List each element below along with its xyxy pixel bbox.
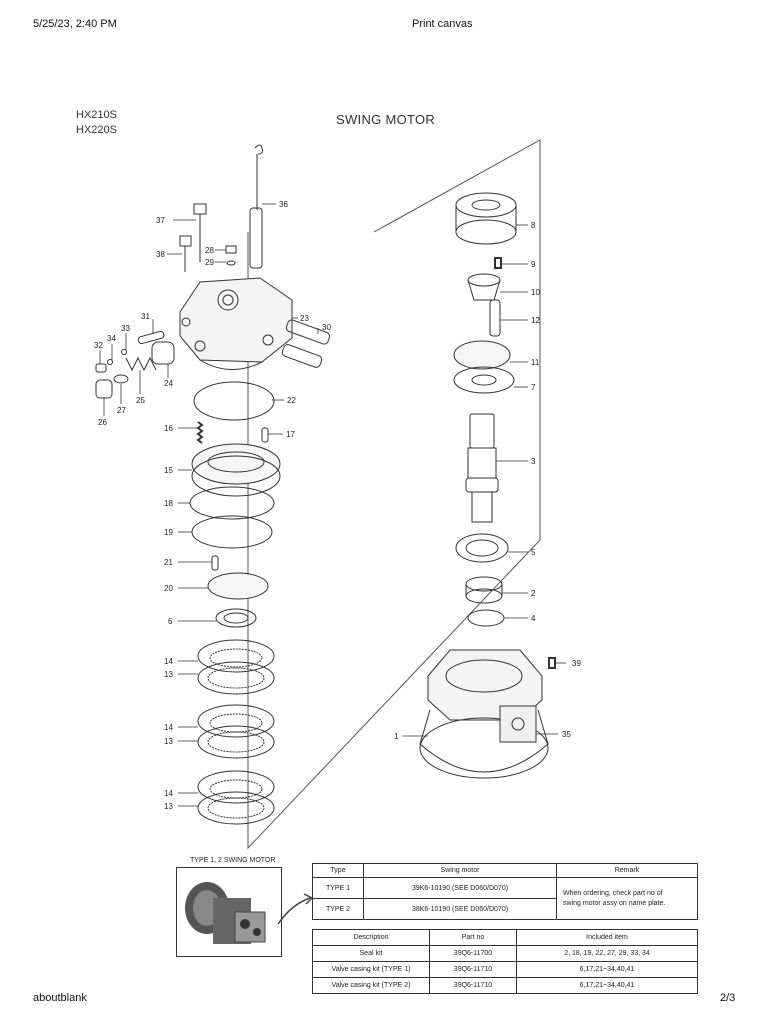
motor-cell: 39K6-10190 (SEE D060/D070) [363, 877, 557, 899]
remark-line: swing motor assy on name plate. [563, 899, 666, 907]
callout-label: 25 [136, 396, 145, 405]
callout-label: 11 [531, 358, 540, 367]
callout-label: 23 [300, 314, 309, 323]
callout-label: 29 [205, 258, 214, 267]
table-row: Valve casing kit (TYPE 1) 39Q6-11710 6,1… [312, 961, 698, 978]
callout-label: 27 [117, 406, 126, 415]
type-table: Type Swing motor Remark TYPE 1 39K6-1019… [312, 863, 698, 920]
table-row: Valve casing kit (TYPE 2) 39Q6-11710 6,1… [312, 977, 698, 994]
model-name: HX220S [76, 124, 117, 136]
callout-label: 17 [286, 430, 295, 439]
callout-label: 13 [164, 670, 173, 679]
callout-label: 34 [107, 334, 116, 343]
callout-label: 10 [531, 288, 540, 297]
included-item-cell: 6,17,21~34,40,41 [516, 961, 698, 978]
table-row: TYPE 1 39K6-10190 (SEE D060/D070) When o… [312, 877, 698, 920]
callout-label: 31 [141, 312, 150, 321]
remark-cell: When ordering, check part no of swing mo… [556, 877, 698, 920]
included-item-cell: 2, 18, 19, 22, 27, 29, 33, 34 [516, 945, 698, 962]
callout-label: 9 [531, 260, 536, 269]
callout-label: 5 [531, 548, 536, 557]
description-cell: Valve casing kit (TYPE 2) [312, 977, 430, 994]
print-url: aboutblank [33, 992, 87, 1004]
description-cell: Seal kit [312, 945, 430, 962]
hook-part [254, 144, 263, 155]
callout-label: 26 [98, 418, 107, 427]
print-page-title: Print canvas [412, 18, 473, 30]
callout-label: 35 [562, 730, 571, 739]
model-name: HX210S [76, 109, 117, 121]
table-row: Seal kit 39Q6-11700 2, 18, 19, 22, 27, 2… [312, 945, 698, 962]
callout-label: 21 [164, 558, 173, 567]
table-header-cell: Type [312, 863, 364, 878]
callout-label: 16 [164, 424, 173, 433]
callout-label: 6 [168, 617, 173, 626]
table-header-row: Type Swing motor Remark [312, 863, 698, 878]
motor-cell: 38K6-10190 (SEE D060/D070) [363, 898, 557, 920]
swing-motor-photo [185, 882, 266, 944]
callout-label: 33 [121, 324, 130, 333]
callout-label: 14 [164, 657, 173, 666]
remark-line: When ordering, check part no of [563, 889, 663, 897]
callout-label: 37 [156, 216, 165, 225]
separator-line [247, 139, 541, 850]
table-header-row: Description Part no Included item [312, 929, 698, 946]
callout-label: 18 [164, 499, 173, 508]
callout-label: 2 [531, 589, 536, 598]
type-cell: TYPE 2 [312, 898, 364, 920]
callout-label: 19 [164, 528, 173, 537]
callout-label: 24 [164, 379, 173, 388]
callout-label: 30 [322, 323, 331, 332]
callout-label: 14 [164, 789, 173, 798]
callout-label: 28 [205, 246, 214, 255]
diagram-title: SWING MOTOR [336, 112, 436, 127]
model-list: HX210S HX220S [76, 108, 117, 138]
callout-label: 12 [531, 316, 540, 325]
inset-caption: TYPE 1, 2 SWING MOTOR [190, 857, 276, 864]
callout-label: 39 [572, 659, 581, 668]
callout-label: 32 [94, 341, 103, 350]
table-header-cell: Part no [429, 929, 517, 946]
table-header-cell: Swing motor [363, 863, 557, 878]
callout-label: 3 [531, 457, 536, 466]
callout-label: 36 [279, 200, 288, 209]
callout-label: 22 [287, 396, 296, 405]
print-datetime: 5/25/23, 2:40 PM [33, 18, 117, 30]
callout-label: 1 [394, 732, 399, 741]
part-no-cell: 39Q6-11710 [429, 977, 517, 994]
table-header-cell: Included item [516, 929, 698, 946]
arrow-icon [277, 893, 314, 925]
callout-label: 14 [164, 723, 173, 732]
type-cell: TYPE 1 [312, 877, 364, 899]
callout-label: 38 [156, 250, 165, 259]
callout-label: 8 [531, 221, 536, 230]
callout-label: 20 [164, 584, 173, 593]
inset-photo-frame [176, 867, 282, 957]
table-row: TYPE 2 38K6-10190 (SEE D060/D070) [312, 898, 698, 920]
table-header-cell: Remark [556, 863, 698, 878]
part-no-cell: 39Q6-11700 [429, 945, 517, 962]
callout-label: 4 [531, 614, 536, 623]
callout-label: 15 [164, 466, 173, 475]
callout-label: 13 [164, 737, 173, 746]
callout-label: 7 [531, 383, 536, 392]
description-cell: Valve casing kit (TYPE 1) [312, 961, 430, 978]
kit-table: Description Part no Included item Seal k… [312, 929, 698, 994]
table-header-cell: Description [312, 929, 430, 946]
print-page-number: 2/3 [720, 992, 736, 1004]
part-no-cell: 39Q6-11710 [429, 961, 517, 978]
included-item-cell: 6,17,21~34,40,41 [516, 977, 698, 994]
callout-label: 13 [164, 802, 173, 811]
exploded-parts-diagram: 36 37 28 29 38 23 31 33 34 30 32 24 22 2… [94, 139, 581, 850]
